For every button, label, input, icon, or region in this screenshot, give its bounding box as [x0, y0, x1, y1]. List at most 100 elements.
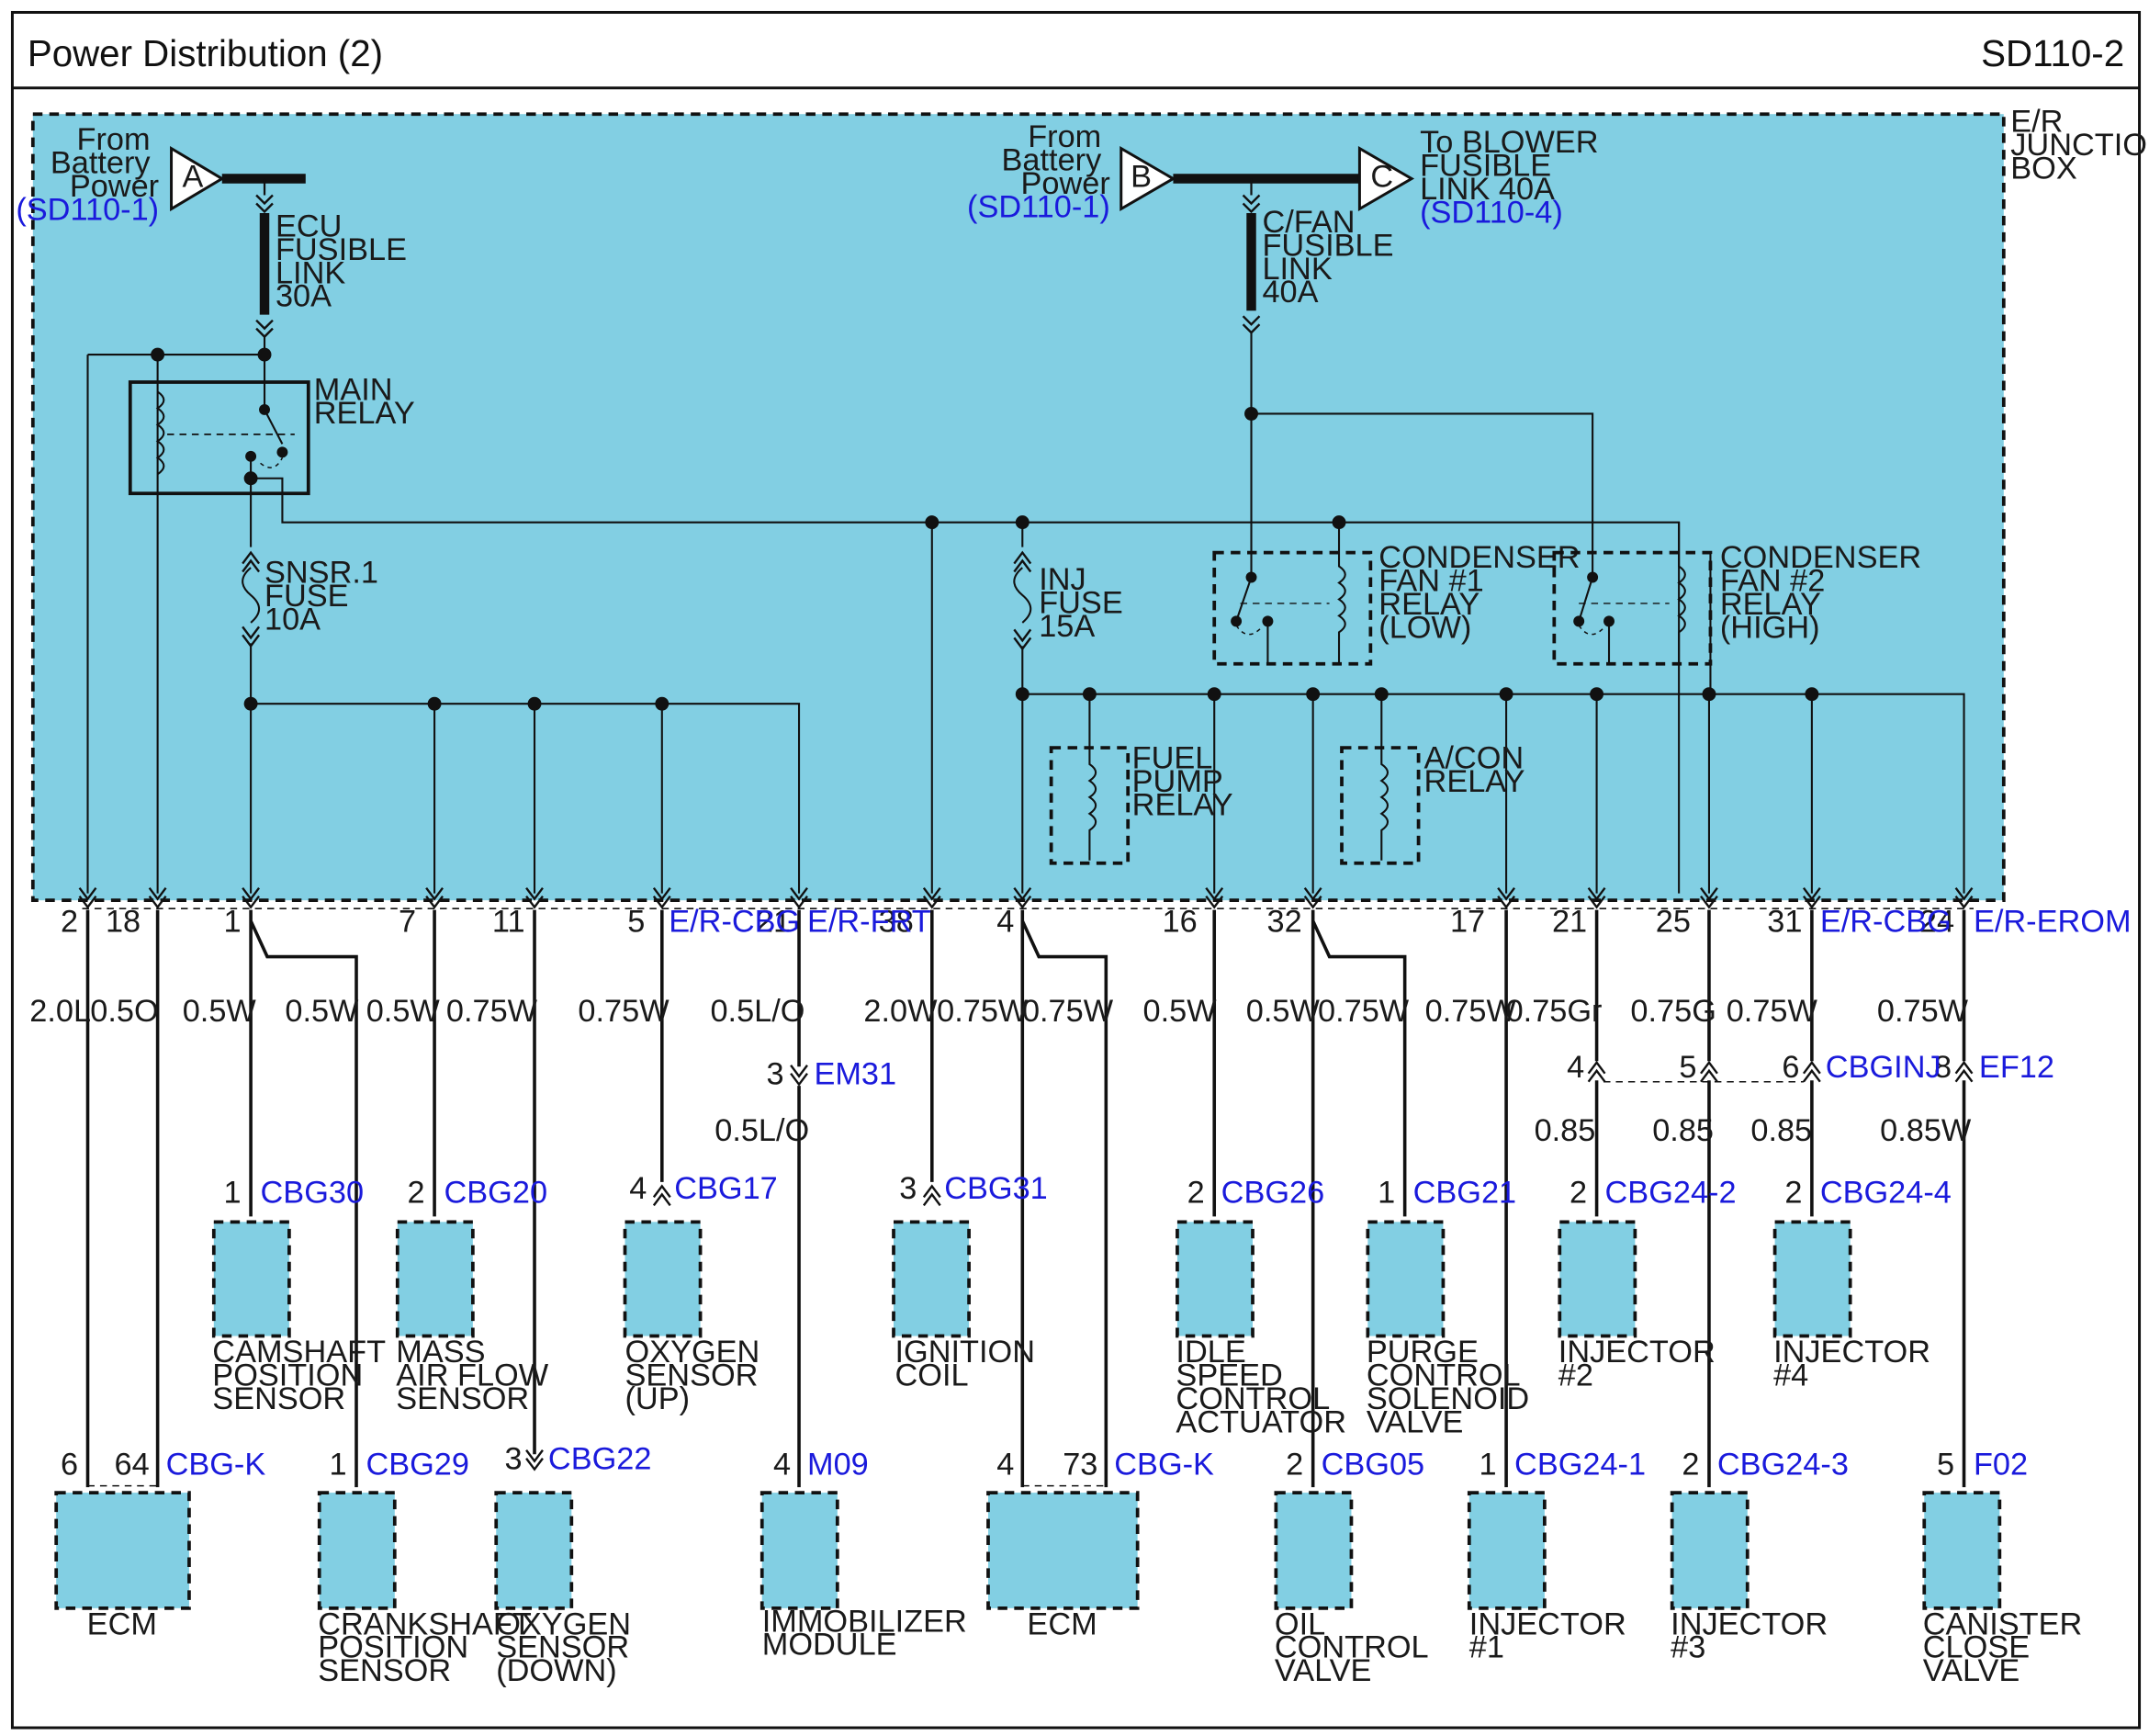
svg-text:CBG05: CBG05: [1322, 1448, 1425, 1482]
svg-text:3: 3: [767, 1057, 784, 1092]
svg-text:From Battery Power: From Battery Power: [1002, 119, 1110, 201]
svg-text:CBG17: CBG17: [674, 1171, 778, 1206]
svg-text:(SD110-1): (SD110-1): [16, 192, 159, 227]
source-b: B From Battery Power (SD110-1): [967, 119, 1360, 224]
svg-text:CBG30: CBG30: [261, 1175, 365, 1210]
svg-text:2: 2: [1682, 1448, 1699, 1482]
svg-text:C/FAN FUSIBLE LINK: C/FAN FUSIBLE LINK 40A: [1262, 205, 1402, 310]
svg-text:1: 1: [329, 1448, 346, 1482]
svg-text:2: 2: [408, 1175, 425, 1210]
svg-text:CBG24-4: CBG24-4: [1820, 1175, 1952, 1210]
page-title: Power Distribution (2): [28, 32, 383, 74]
page-code: SD110-2: [1981, 32, 2124, 74]
svg-text:CBG22: CBG22: [548, 1442, 652, 1477]
svg-text:CBG26: CBG26: [1221, 1175, 1325, 1210]
svg-text:(SD110-4): (SD110-4): [1420, 195, 1563, 230]
svg-text:INJECTOR#3: INJECTOR#3: [1671, 1606, 1828, 1664]
svg-text:CBG24-1: CBG24-1: [1514, 1448, 1646, 1482]
svg-text:CBG-K: CBG-K: [1114, 1448, 1214, 1482]
injector-2: 2 CBG24-2 INJECTOR#2: [1558, 1175, 1737, 1392]
svg-text:INJECTOR#1: INJECTOR#1: [1469, 1606, 1626, 1664]
svg-text:EM31: EM31: [814, 1057, 896, 1092]
injector-1: 1 CBG24-1 INJECTOR#1: [1467, 1448, 1646, 1665]
svg-text:CBG21: CBG21: [1413, 1175, 1517, 1210]
junction-box: [30, 112, 2006, 903]
svg-text:To BLOWER FUSIBLE: To BLOWER FUSIBLE LINK 40A: [1420, 125, 1607, 207]
cfan-fusible-link: C/FAN FUSIBLE LINK 40A: [1242, 178, 1402, 334]
svg-text:ECM: ECM: [1027, 1606, 1097, 1641]
svg-text:A: A: [182, 159, 203, 194]
svg-text:473: 473: [996, 1448, 1097, 1482]
svg-text:ECU FUSIBLE LINK: ECU FUSIBLE LINK 30A: [276, 209, 416, 313]
svg-text:C: C: [1370, 159, 1393, 194]
svg-text:4: 4: [629, 1171, 647, 1206]
svg-text:CBG31: CBG31: [944, 1171, 1048, 1206]
svg-text:M09: M09: [807, 1448, 869, 1482]
source-a: A From Battery Power (SD110-1): [16, 122, 306, 227]
svg-text:1: 1: [1480, 1448, 1497, 1482]
svg-text:2: 2: [1570, 1175, 1587, 1210]
svg-text:CBG24-2: CBG24-2: [1605, 1175, 1737, 1210]
svg-text:3: 3: [899, 1171, 917, 1206]
junction-box-label: E/R JUNCTION BOX: [2010, 105, 2149, 186]
svg-text:(SD110-1): (SD110-1): [967, 189, 1110, 224]
svg-text:4: 4: [773, 1448, 791, 1482]
svg-text:F02: F02: [1974, 1448, 2028, 1482]
internal-wiring: [86, 333, 1965, 894]
svg-text:3: 3: [505, 1442, 523, 1477]
external-wires: [85, 909, 1966, 1488]
svg-text:1: 1: [224, 1175, 242, 1210]
svg-text:1: 1: [1378, 1175, 1395, 1210]
svg-text:5: 5: [1937, 1448, 1954, 1482]
svg-text:2: 2: [1286, 1448, 1303, 1482]
svg-text:2.0L0.5O 0.5W0.5W: 2.0L0.5O 0.5W0.5W 0.5W0.75W 0.75W0.5L/O …: [29, 994, 1976, 1148]
injector-3: 2 CBG24-3 INJECTOR#3: [1670, 1448, 1849, 1665]
svg-text:2: 2: [1187, 1175, 1205, 1210]
ecu-fusible-link: ECU FUSIBLE LINK 30A: [254, 178, 416, 338]
svg-text:CBG24-3: CBG24-3: [1717, 1448, 1849, 1482]
